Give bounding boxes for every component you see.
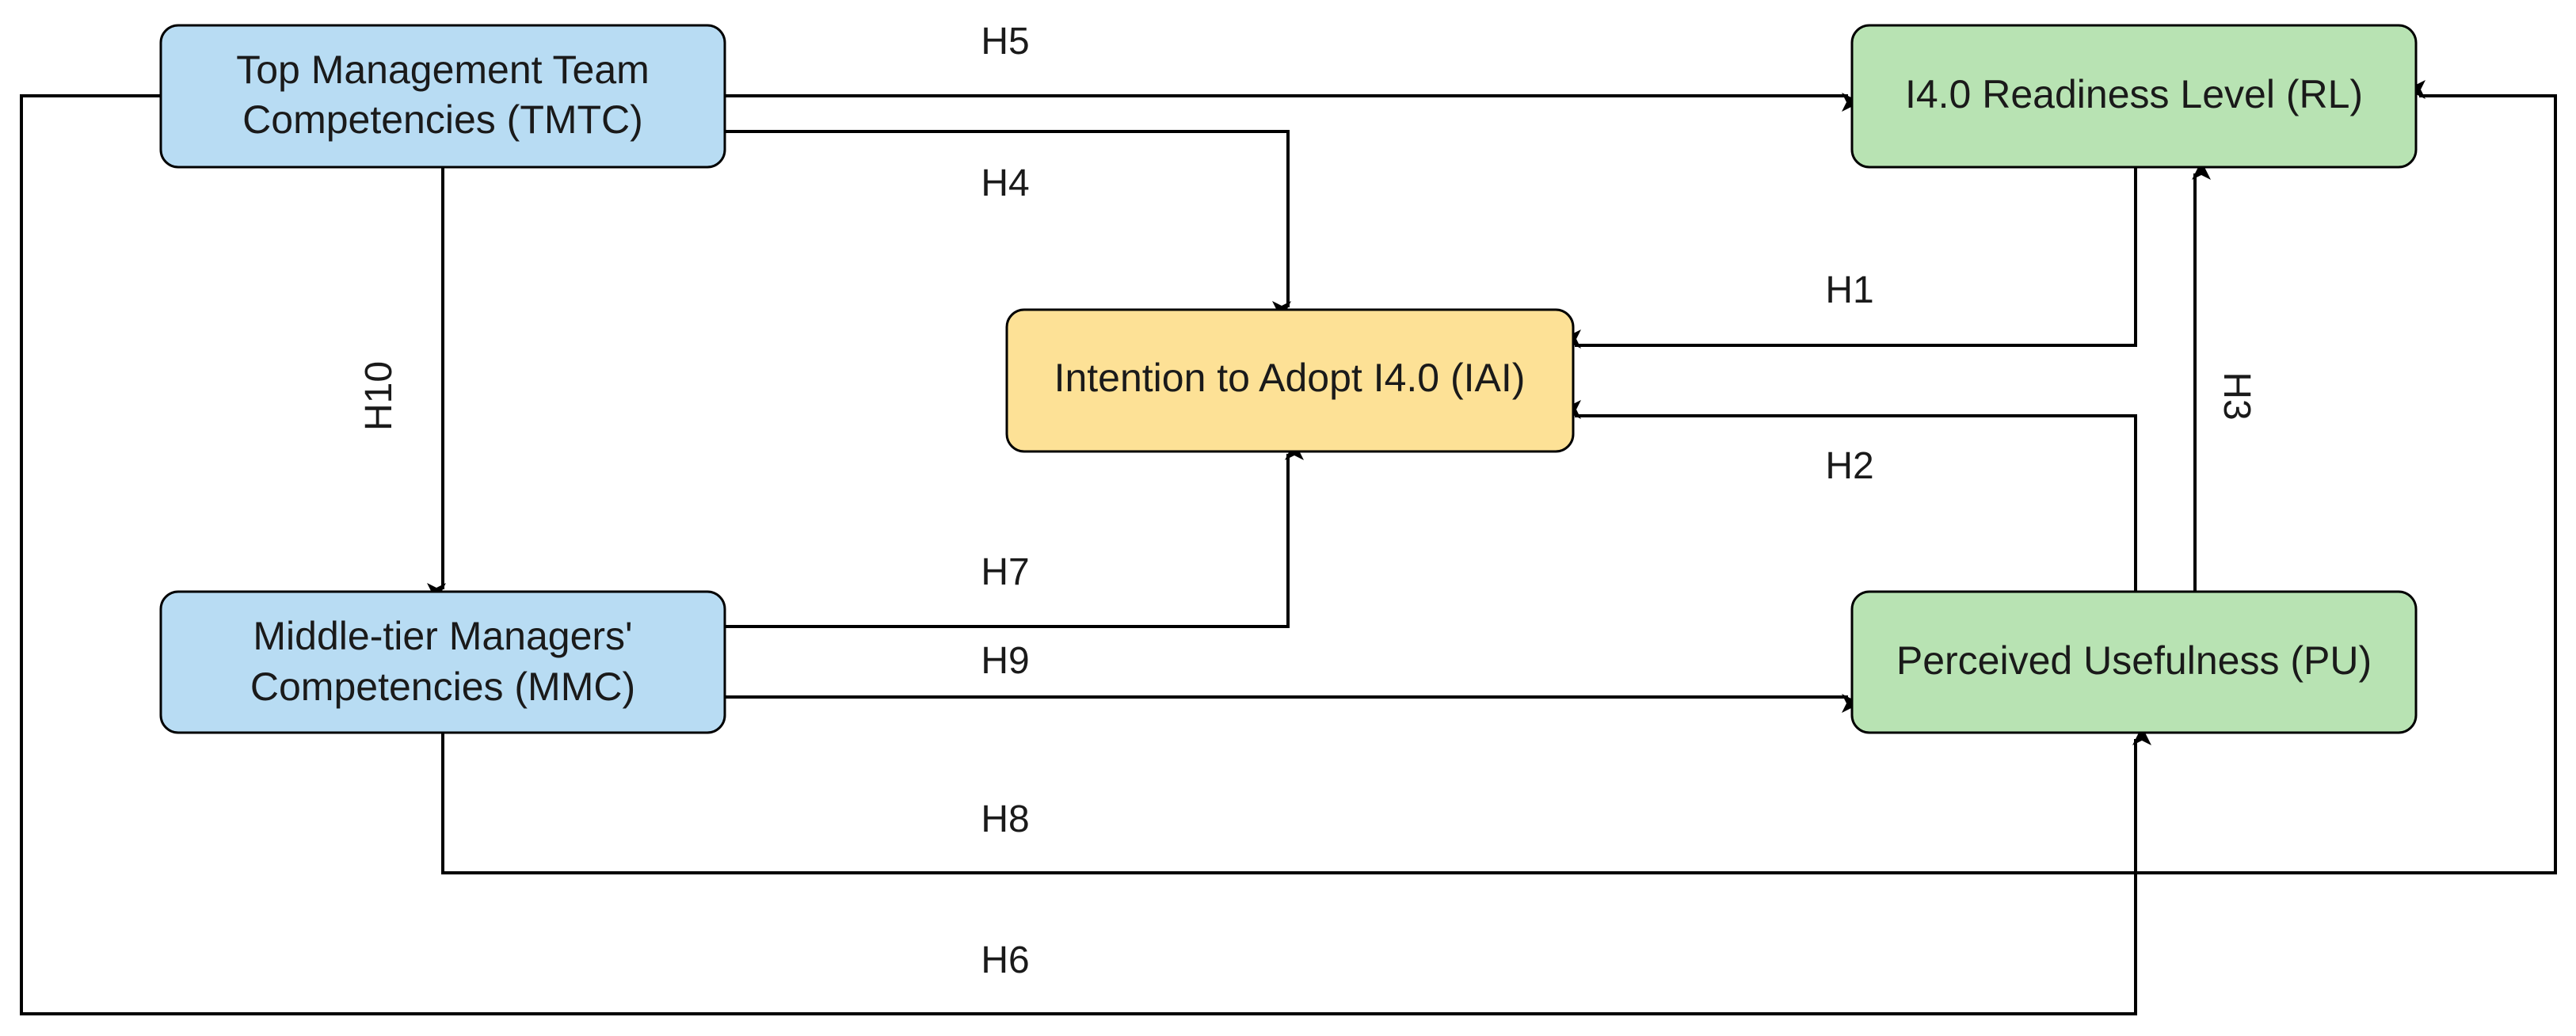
edge-label-h4: H4 [981, 162, 1029, 204]
edge-label-h3: H3 [2216, 371, 2258, 420]
node-iai-label: Intention to Adopt I4.0 (IAI) [1054, 356, 1526, 400]
node-rl: I4.0 Readiness Level (RL) [1850, 24, 2418, 169]
node-mmc-label-line2: Competencies (MMC) [250, 665, 635, 709]
edge-h8 [441, 80, 2557, 874]
edge-label-h8: H8 [981, 798, 1029, 840]
edge-h7 [725, 441, 1304, 628]
edge-label-h6: H6 [981, 939, 1029, 981]
edge-label-h9: H9 [981, 640, 1029, 682]
edge-label-h2: H2 [1825, 445, 1873, 487]
node-tmtc-box [159, 24, 726, 169]
edge-h2 [1562, 400, 2137, 592]
node-tmtc: Top Management Team Competencies (TMTC) [159, 24, 726, 169]
node-iai: Intention to Adopt I4.0 (IAI) [1005, 308, 1575, 453]
node-pu-label: Perceived Usefulness (PU) [1896, 638, 2372, 683]
edge-h6 [20, 94, 2151, 1015]
edge-label-h5: H5 [981, 21, 1029, 63]
node-mmc-label-line1: Middle-tier Managers' [253, 614, 632, 658]
edge-label-h10: H10 [358, 361, 400, 431]
node-rl-label: I4.0 Readiness Level (RL) [1905, 72, 2363, 116]
edge-h4 [725, 130, 1291, 320]
edge-label-h1: H1 [1825, 269, 1873, 311]
node-pu-box [1850, 590, 2418, 734]
edge-h1 [1562, 167, 2137, 349]
node-tmtc-label-line2: Competencies (TMTC) [242, 97, 643, 142]
node-tmtc-label-line1: Top Management Team [236, 48, 650, 92]
node-mmc-box [159, 590, 726, 734]
node-rl-box [1850, 24, 2418, 169]
node-mmc: Middle-tier Managers' Competencies (MMC) [159, 590, 726, 734]
edge-label-h7: H7 [981, 551, 1029, 593]
node-iai-box [1005, 308, 1575, 453]
node-pu: Perceived Usefulness (PU) [1850, 590, 2418, 734]
